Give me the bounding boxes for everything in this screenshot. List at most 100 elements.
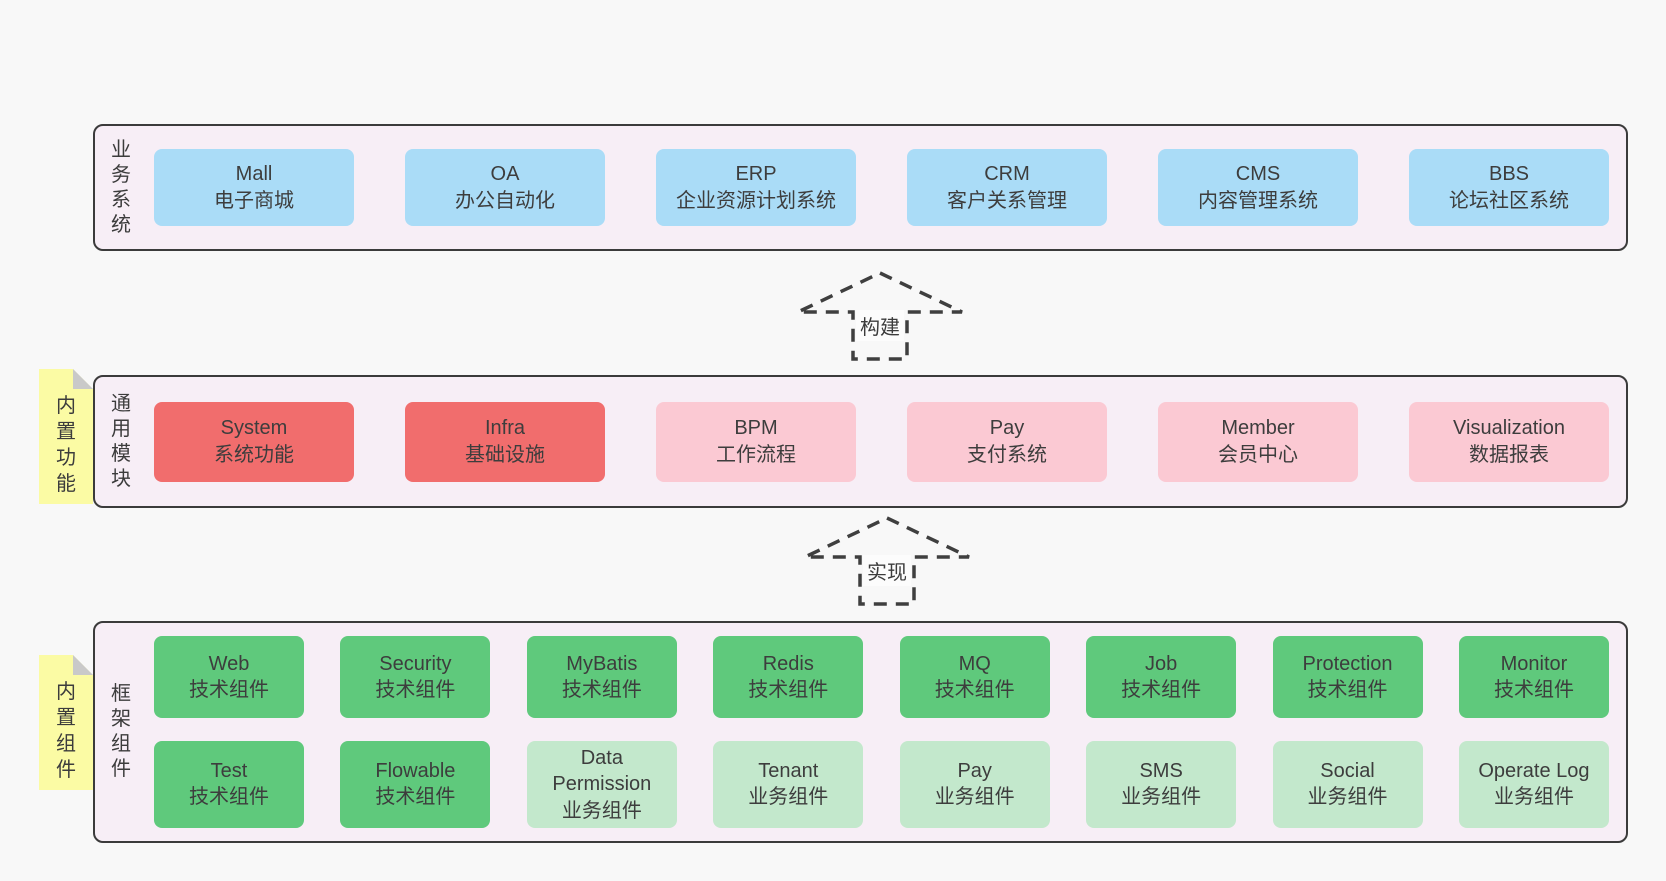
box-title: CRM [984,163,1030,186]
box-title: ERP [735,163,777,186]
note-fold-corner [73,655,93,675]
box-title: Operate Log [1478,760,1590,783]
layer-rows: System 系统功能 Infra 基础设施 BPM 工作流程 Pay 支付系统 Member 会… [154,377,1609,506]
box-subtitle: 技术组件 [1307,678,1388,701]
box-title: Job [1144,652,1178,675]
box-web: Web 技术组件 [154,635,304,718]
box-title: Mall [235,163,273,186]
box-subtitle: 论坛社区系统 [1449,189,1569,212]
box-title: Protection [1302,652,1393,675]
box-title: Member [1221,417,1295,440]
box-subtitle: 会员中心 [1218,443,1298,466]
box-mall: Mall 电子商城 [154,149,354,226]
box-subtitle: 工作流程 [716,443,796,466]
box-subtitle: 电子商城 [214,189,294,212]
box-subtitle: 业务组件 [561,799,642,822]
note-text: 内置功能 [56,395,76,495]
box-subtitle: 技术组件 [561,678,642,701]
box-title: Infra [484,417,526,440]
box-title: Tenant [758,760,819,783]
box-title: BBS [1488,163,1530,186]
box-data-permission: Data Permission 业务组件 [526,740,677,829]
box-title: MQ [958,652,991,675]
box-tenant: Tenant 业务组件 [713,740,864,829]
box-system: System 系统功能 [154,401,354,482]
box-title: Social [1320,760,1375,783]
box-subtitle: 业务组件 [1493,786,1574,809]
box-title: CMS [1235,163,1281,186]
box-subtitle: 企业资源计划系统 [676,189,836,212]
box-mybatis: MyBatis 技术组件 [526,635,677,718]
box-monitor: Monitor 技术组件 [1458,635,1609,718]
box-subtitle: 技术组件 [375,678,456,701]
box-subtitle: 技术组件 [189,786,269,809]
box-subtitle: 基础设施 [465,443,545,466]
box-title: BPM [734,417,778,440]
box-mq: MQ 技术组件 [899,635,1050,718]
box-subtitle: 技术组件 [189,678,269,701]
builtin-components-note: 内置组件 [39,655,93,790]
box-pay: Pay 支付系统 [907,401,1107,482]
box-test: Test 技术组件 [154,740,304,829]
box-flowable: Flowable 技术组件 [340,740,491,829]
box-title: Pay [989,417,1025,440]
box-bbs: BBS 论坛社区系统 [1409,149,1609,226]
box-bpm: BPM 工作流程 [656,401,856,482]
box-redis: Redis 技术组件 [713,635,864,718]
box-title: Monitor [1500,652,1568,675]
box-security: Security 技术组件 [340,635,491,718]
box-title: MyBatis [566,652,638,675]
box-protection: Protection 技术组件 [1272,635,1423,718]
box-title: Security [379,652,452,675]
box-title: SMS [1139,760,1183,783]
box-subtitle: 办公自动化 [455,189,555,212]
box-subtitle: 技术组件 [934,678,1015,701]
box-subtitle: 客户关系管理 [947,189,1067,212]
box-subtitle: 技术组件 [1493,678,1574,701]
box-title: Web [208,652,250,675]
box-title: Redis [762,652,814,675]
build-arrow-label: 构建 [856,310,904,341]
layer-common-modules: 通用模块 System 系统功能 Infra 基础设施 BPM 工作流程 Pay 支付系统 Me… [93,375,1628,508]
box-pay: Pay 业务组件 [899,740,1050,829]
box-crm: CRM 客户关系管理 [907,149,1107,226]
box-title: Pay [957,760,992,783]
box-subtitle: 业务组件 [748,786,829,809]
box-title: Flowable [375,760,456,783]
up-arrow-icon [797,271,963,361]
up-arrow-icon [804,516,970,606]
box-title: System [220,417,288,440]
box-subtitle: 内容管理系统 [1198,189,1318,212]
box-title: Test [210,760,248,783]
box-title: Data Permission [552,746,652,796]
box-title: Visualization [1453,417,1565,440]
implement-arrow-label: 实现 [863,555,911,586]
layer-side-label: 通用模块 [111,392,131,490]
box-member: Member 会员中心 [1158,401,1358,482]
box-subtitle: 系统功能 [214,443,294,466]
layer-side-label: 框架组件 [111,683,131,780]
build-arrow: 构建 [795,270,965,362]
builtin-functions-note: 内置功能 [39,369,93,504]
layer-side-label: 业务系统 [111,138,131,236]
box-subtitle: 技术组件 [748,678,829,701]
box-operate-log: Operate Log 业务组件 [1458,740,1609,829]
box-subtitle: 支付系统 [967,443,1047,466]
box-erp: ERP 企业资源计划系统 [656,149,856,226]
box-subtitle: 技术组件 [375,786,456,809]
implement-arrow: 实现 [802,515,972,607]
box-cms: CMS 内容管理系统 [1158,149,1358,226]
box-subtitle: 业务组件 [934,786,1015,809]
